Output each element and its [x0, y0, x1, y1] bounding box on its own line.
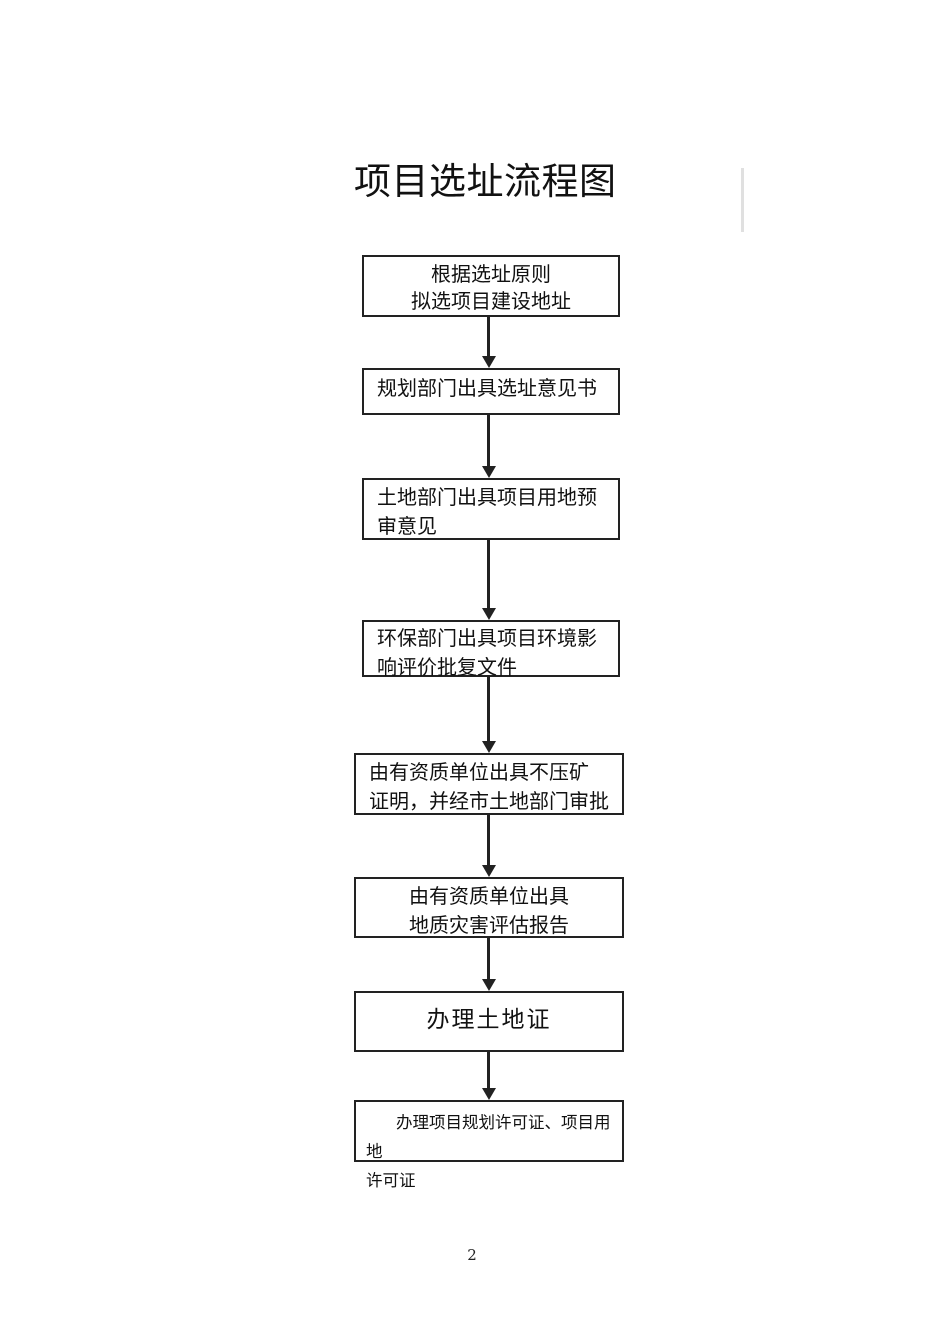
arrowhead-down-icon [481, 466, 496, 478]
arrow-shaft [487, 316, 490, 356]
flow-arrow-2 [481, 415, 496, 478]
arrowhead-down-icon [481, 741, 496, 753]
flow-step-environmental-approval: 环保部门出具项目环境影 响评价批复文件 [362, 620, 620, 679]
page-title: 项目选址流程图 [354, 160, 617, 203]
arrow-shaft [487, 815, 490, 865]
arrow-shaft [487, 677, 490, 741]
page-number: 2 [467, 1246, 477, 1264]
flow-step-geological-hazard-report: 由有资质单位出具 地质灾害评估报告 [354, 877, 624, 938]
arrowhead-down-icon [481, 356, 496, 368]
arrowhead-down-icon [481, 865, 496, 877]
flow-arrow-4 [481, 677, 496, 753]
flow-arrow-1 [481, 316, 496, 368]
flow-arrow-7 [481, 1052, 496, 1100]
cursor-artifact-line [741, 168, 744, 232]
flow-step-mining-certificate: 由有资质单位出具不压矿 证明，并经市土地部门审批 [354, 753, 624, 815]
flow-step-site-selection-principle: 根据选址原则 拟选项目建设地址 [362, 255, 620, 317]
arrowhead-down-icon [481, 979, 496, 991]
flow-step-planning-opinion: 规划部门出具选址意见书 [362, 368, 620, 415]
arrow-shaft [487, 938, 490, 979]
arrowhead-down-icon [481, 1088, 496, 1100]
flow-arrow-6 [481, 938, 496, 991]
flow-step-planning-permits: 办理项目规划许可证、项目用地 许可证 [354, 1100, 624, 1190]
arrow-shaft [487, 415, 490, 466]
arrow-shaft [487, 540, 490, 608]
flow-arrow-3 [481, 540, 496, 620]
flow-step-land-preapproval: 土地部门出具项目用地预 审意见 [362, 478, 620, 540]
arrow-shaft [487, 1052, 490, 1088]
flow-step-land-certificate: 办理土地证 [354, 991, 624, 1052]
arrowhead-down-icon [481, 608, 496, 620]
flow-arrow-5 [481, 815, 496, 877]
